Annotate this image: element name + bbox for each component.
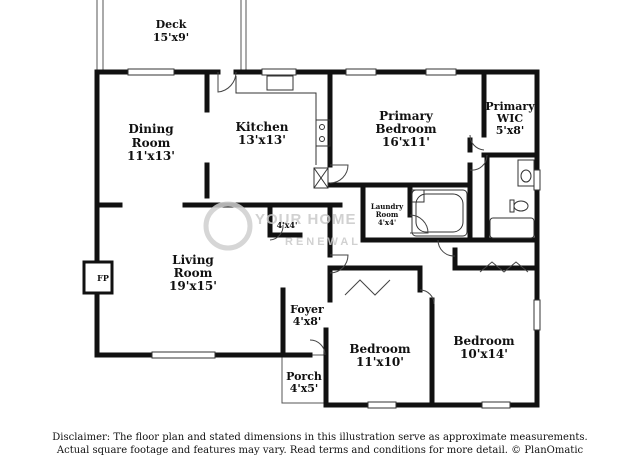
bath-fixtures [411,159,535,239]
windows [127,68,541,409]
primary-bedroom-name-2: Bedroom [375,122,436,136]
bedroom-2-dims: 10'x14' [460,347,508,361]
door-swings [217,71,529,356]
watermark-line1: YOUR HOME [255,211,357,228]
dining-dims: 11'x13' [127,149,175,163]
primary-wic-name-1: Primary [485,100,535,113]
laundry-dims: 4'x4' [378,218,396,227]
deck-outline [96,0,247,72]
deck-name: Deck [156,18,187,31]
primary-bedroom-dims: 16'x11' [382,135,430,149]
foyer-dims: 4'x8' [293,315,322,328]
kitchen-counters [235,75,331,189]
deck-dims: 15'x9' [153,31,189,44]
primary-wic-name-2: WIC [496,112,523,125]
pantry-dims: 4'x4' [277,220,298,230]
kitchen-dims: 13'x13' [238,133,286,147]
fireplace-label: FP [97,273,109,283]
living-dims: 19'x15' [169,279,217,293]
dining-name-2: Room [132,136,171,150]
watermark: YOUR HOME RENEWAL [203,201,361,251]
disclaimer-line-1: Disclaimer: The floor plan and stated di… [52,432,588,443]
kitchen-name: Kitchen [236,120,289,134]
porch-dims: 4'x5' [290,382,319,395]
dining-name-1: Dining [128,122,174,136]
watermark-line2: RENEWAL [285,236,361,248]
primary-bedroom-name-1: Primary [379,109,434,123]
living-name-2: Room [174,266,213,280]
laundry-name-1: Laundry [371,202,404,211]
walls [94,69,540,408]
bedroom-1-dims: 11'x10' [356,355,404,369]
porch-name: Porch [286,370,322,383]
bedroom-2-name: Bedroom [453,334,514,348]
bedroom-1-name: Bedroom [349,342,410,356]
room-labels: Deck 15'x9' Dining Room 11'x13' Kitchen … [127,18,535,395]
primary-wic-dims: 5'x8' [496,124,525,137]
foyer-name: Foyer [290,303,324,316]
living-name-1: Living [172,253,214,267]
fireplace: FP [82,260,114,295]
disclaimer-line-2: Actual square footage and features may v… [56,445,584,456]
disclaimer: Disclaimer: The floor plan and stated di… [0,431,640,457]
laundry-name-2: Room [376,210,399,219]
